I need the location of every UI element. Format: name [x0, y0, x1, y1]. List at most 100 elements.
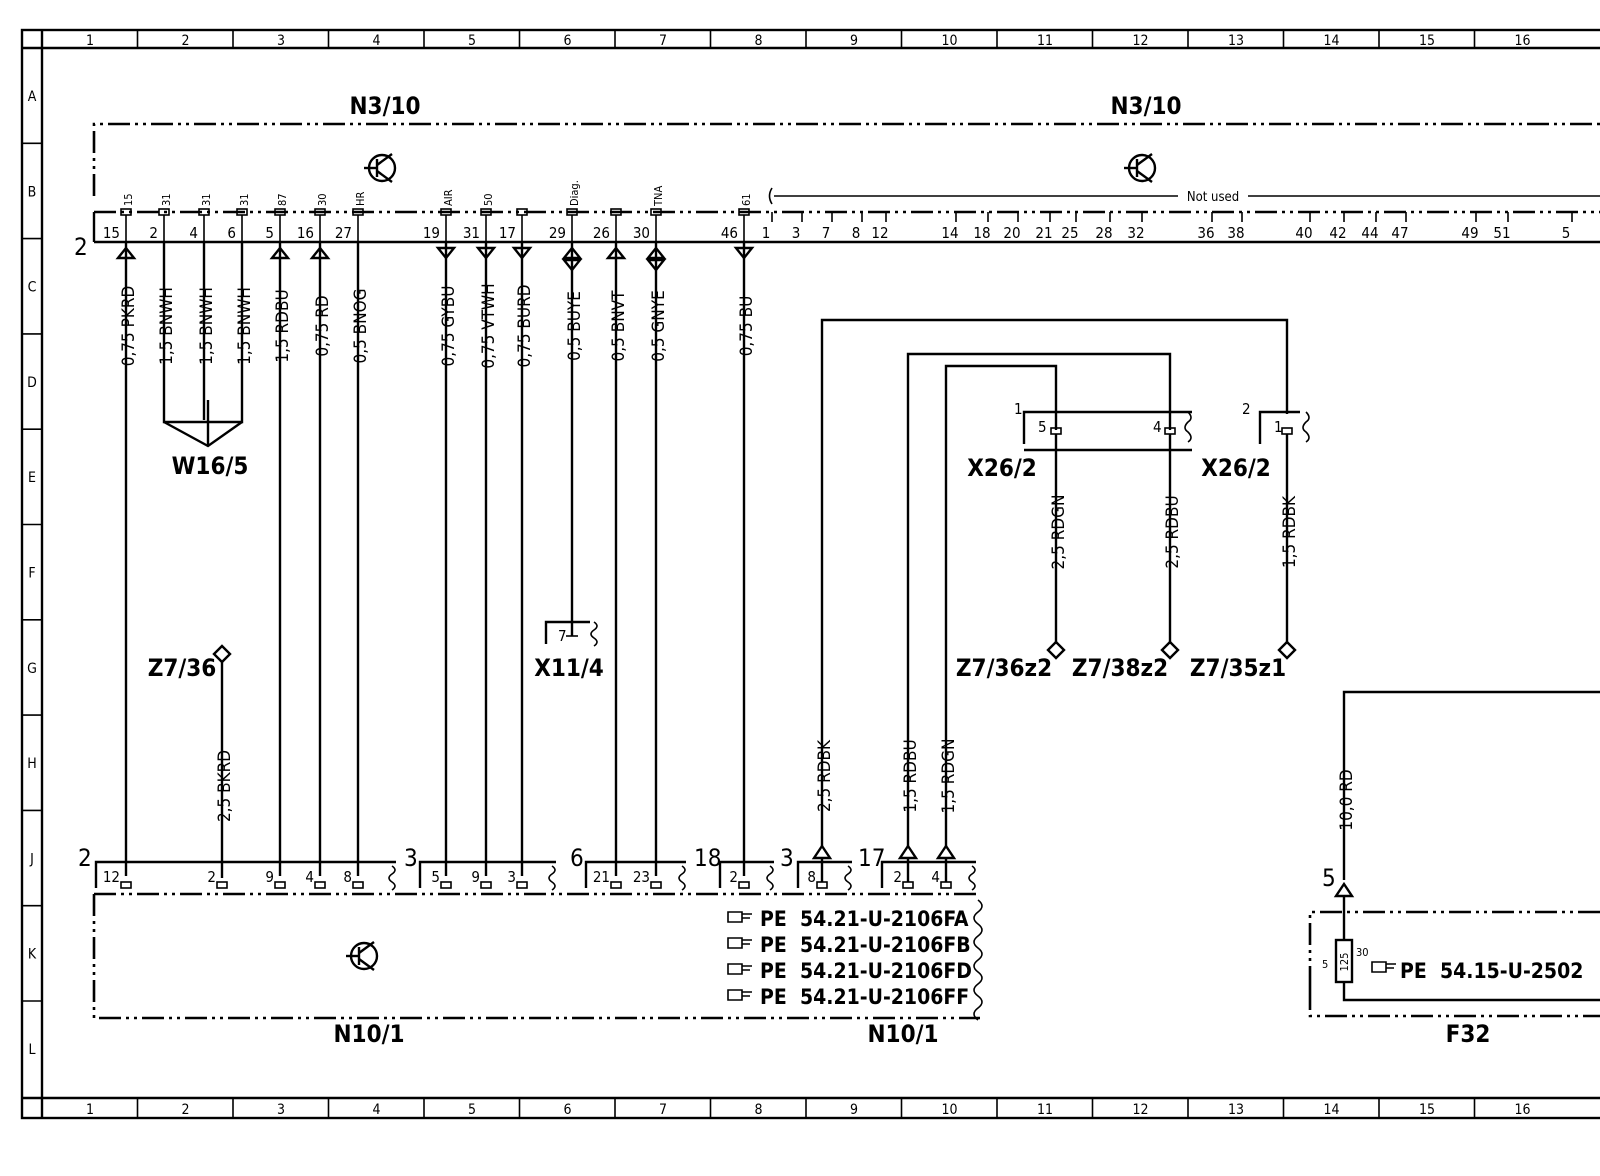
- arrow-up-icon: [1333, 881, 1355, 898]
- wire: 0,75 BU: [733, 242, 757, 876]
- f32-connector: 5: [1322, 864, 1336, 892]
- x11-4-label: X11/4: [534, 654, 604, 682]
- connector-id: 2: [78, 844, 92, 872]
- z7-36z2-label: Z7/36z2: [956, 654, 1052, 682]
- grid-col-label-top: 2: [181, 33, 189, 49]
- wire: 1,5 RDBU: [269, 242, 293, 876]
- pin-number: 27: [335, 224, 352, 242]
- pin-number: 2: [207, 868, 216, 886]
- n3-10-pin: 17: [499, 208, 528, 242]
- pin-signal: 31: [160, 193, 173, 206]
- n3-10-label-right: N3/10: [1110, 92, 1181, 120]
- unused-pin-number: 49: [1461, 224, 1478, 242]
- wire-label: 0,5 BNVT: [609, 290, 629, 362]
- unused-pin-number: 28: [1095, 224, 1112, 242]
- grid-row-label: E: [28, 470, 36, 486]
- unused-pin-number: 1: [762, 224, 771, 242]
- x26-2-pin-a5: 5: [1038, 418, 1047, 436]
- pin-signal: 50: [482, 193, 495, 206]
- unused-pin-number: 20: [1003, 224, 1020, 242]
- splice-diamond-icon: [1277, 640, 1297, 660]
- pin-signal: AIR: [442, 189, 455, 206]
- wire-label: 0,75 PKRD: [119, 286, 139, 367]
- pin-number: 9: [265, 868, 274, 886]
- wire: 0,5 BNVT: [605, 242, 629, 876]
- x26-wire-4: 2,5 RDBU: [1163, 495, 1183, 568]
- unused-pin-number: 51: [1493, 224, 1510, 242]
- grid-col-label-bottom: 10: [941, 1102, 957, 1118]
- grid-col-label-bottom: 13: [1228, 1102, 1244, 1118]
- grid-col-label-top: 13: [1228, 33, 1244, 49]
- grid-col-label-bottom: 15: [1419, 1102, 1435, 1118]
- pin-number: 5: [431, 868, 440, 886]
- pin-number: 6: [227, 224, 236, 242]
- wire-label: 0,75 GYBU: [439, 286, 459, 367]
- pe-code: 54.21-U-2106FB: [800, 933, 971, 957]
- pe-code: 54.21-U-2106FD: [800, 959, 972, 983]
- z7-36-label: Z7/36: [148, 654, 217, 682]
- x26-2-label-a: X26/2: [967, 454, 1037, 482]
- wire-label: 1,5 BNWH: [235, 287, 255, 365]
- f32-fuse-rating: 125: [1338, 953, 1351, 972]
- f32-label: F32: [1446, 1020, 1491, 1048]
- grid-col-label-top: 9: [850, 33, 858, 49]
- pin-number: 31: [463, 224, 480, 242]
- pin-number: 8: [807, 868, 816, 886]
- w16-5-label: W16/5: [172, 452, 249, 480]
- grid-row-label: H: [27, 756, 36, 772]
- wire: 1,5 BNWH: [157, 242, 177, 420]
- pin-number: 46: [721, 224, 738, 242]
- pin-number: 16: [297, 224, 314, 242]
- unused-pin-number: 3: [792, 224, 801, 242]
- n3-10-pin: 431: [189, 193, 213, 242]
- n10-1-label-right: N10/1: [867, 1020, 938, 1048]
- x26-2-pin-a4: 4: [1153, 418, 1162, 436]
- hand-pointer-icon: [727, 937, 752, 949]
- connector-id: 17: [858, 844, 885, 872]
- grid-col-label-top: 4: [372, 33, 380, 49]
- pin-number: 17: [499, 224, 516, 242]
- pin-number: 2: [149, 224, 158, 242]
- connector-id: 3: [404, 844, 418, 872]
- grid-col-label-top: 7: [659, 33, 667, 49]
- n3-10-pin: 631: [227, 193, 251, 242]
- pin-signal: Diag.: [568, 180, 581, 206]
- f32-fuse-term: 30: [1356, 946, 1369, 959]
- x26-2-conn-a: 1: [1014, 400, 1023, 418]
- wire: 0,75 RD: [309, 242, 333, 876]
- grid-row-label: G: [27, 661, 37, 677]
- grid-col-label-top: 15: [1419, 33, 1435, 49]
- pin-number: 30: [633, 224, 650, 242]
- f32-ref-code: 54.15-U-2502: [1440, 959, 1583, 983]
- wire-label: 1,5 BNWH: [157, 287, 177, 365]
- x11-4-pin: 7: [558, 627, 567, 645]
- splice-diamond-icon: [1160, 640, 1180, 660]
- not-used-label: Not used: [1187, 190, 1239, 205]
- grid-col-label-bottom: 8: [754, 1102, 762, 1118]
- grid-col-label-bottom: 12: [1132, 1102, 1148, 1118]
- hand-pointer-icon: [727, 911, 752, 923]
- wire: 0,75 BURD: [511, 242, 535, 876]
- drawing-frame: [20, 28, 1600, 1120]
- n10-1-label-left: N10/1: [333, 1020, 404, 1048]
- unused-pin-number: 44: [1361, 224, 1378, 242]
- f32-ref-prefix: PE: [1400, 959, 1427, 983]
- grid-col-label-bottom: 9: [850, 1102, 858, 1118]
- wire: 0,75 VTWH: [475, 242, 499, 876]
- pin-number: 12: [103, 868, 120, 886]
- n3-10-pin: 2 31: [149, 193, 173, 242]
- grid-col-label-bottom: 14: [1323, 1102, 1339, 1118]
- grid-col-label-bottom: 11: [1037, 1102, 1053, 1118]
- pin-number: 4: [931, 868, 940, 886]
- pe-code: 54.21-U-2106FF: [800, 985, 969, 1009]
